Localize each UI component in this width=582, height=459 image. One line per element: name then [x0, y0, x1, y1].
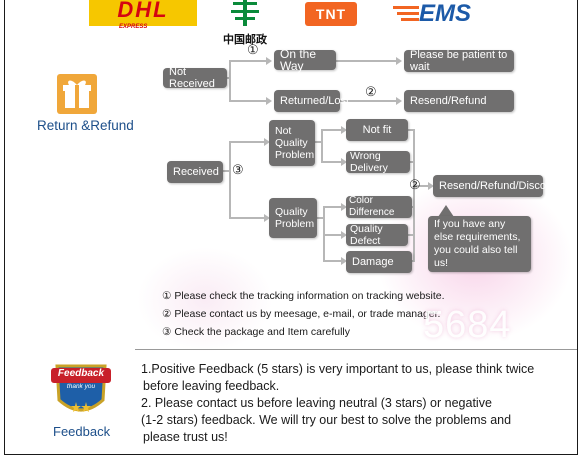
- note-3: ③ Check the package and Item carefully: [162, 326, 351, 338]
- feedback-line-3: 2. Please contact us before leaving neut…: [141, 396, 492, 410]
- not-quality-problem-box: Not Quality Problem: [269, 120, 315, 166]
- callout-tail: [438, 205, 454, 217]
- china-post-logo: 中国邮政: [210, 0, 280, 47]
- resend-refund-box: Resend/Refund: [404, 90, 514, 112]
- section-title: Return &Refund: [37, 118, 134, 133]
- color-difference-box: Color Difference: [346, 195, 412, 218]
- feedback-line-5: please trust us!: [143, 430, 228, 444]
- gift-icon: [57, 74, 97, 114]
- not-received-box: Not Received: [163, 66, 227, 90]
- china-post-name: 中国邮政: [223, 34, 267, 46]
- wrong-delivery-box: Wrong Delivery: [346, 150, 410, 174]
- note-1: ① Please check the tracking information …: [162, 290, 445, 302]
- feedback-line-4: (1-2 stars) feedback. We will try our be…: [141, 413, 512, 427]
- resend-refund-discount-box: Resend/Refund/Discount: [433, 175, 561, 197]
- callout-bubble: If you have any else requirements, you c…: [428, 216, 531, 272]
- damage-box: Damage: [346, 251, 412, 273]
- feedback-badge-text: Feedback: [57, 368, 105, 379]
- watermark: 5684: [423, 304, 512, 346]
- ems-logo: EMS: [419, 0, 472, 27]
- marker-2: ②: [365, 84, 377, 99]
- feedback-label: Feedback: [53, 424, 111, 439]
- feedback-line-1: 1.Positive Feedback (5 stars) is very im…: [141, 362, 535, 376]
- feedback-badge-sub: thank you: [66, 383, 96, 390]
- marker-3: ③: [232, 162, 244, 177]
- china-post-icon: [231, 0, 259, 26]
- feedback-badge-icon: [51, 364, 111, 412]
- ems-stripes-icon: [393, 6, 419, 21]
- received-box: Received: [167, 161, 223, 183]
- divider: [135, 349, 577, 350]
- marker-1: ①: [247, 42, 259, 57]
- returned-lost-box: Returned/Lost: [274, 90, 349, 112]
- be-patient-box: Please be patient to wait: [404, 49, 514, 73]
- tnt-logo: TNT: [305, 2, 357, 26]
- quality-problem-box: Quality Problem: [269, 198, 317, 238]
- on-the-way-box: On the Way: [274, 48, 336, 72]
- feedback-line-2: before leaving feedback.: [143, 379, 280, 393]
- quality-defect-box: Quality Defect: [346, 223, 408, 247]
- not-fit-box: Not fit: [346, 119, 408, 141]
- marker-2-received: ②: [409, 177, 421, 192]
- note-2: ② Please contact us by meesage, e-mail, …: [162, 308, 441, 320]
